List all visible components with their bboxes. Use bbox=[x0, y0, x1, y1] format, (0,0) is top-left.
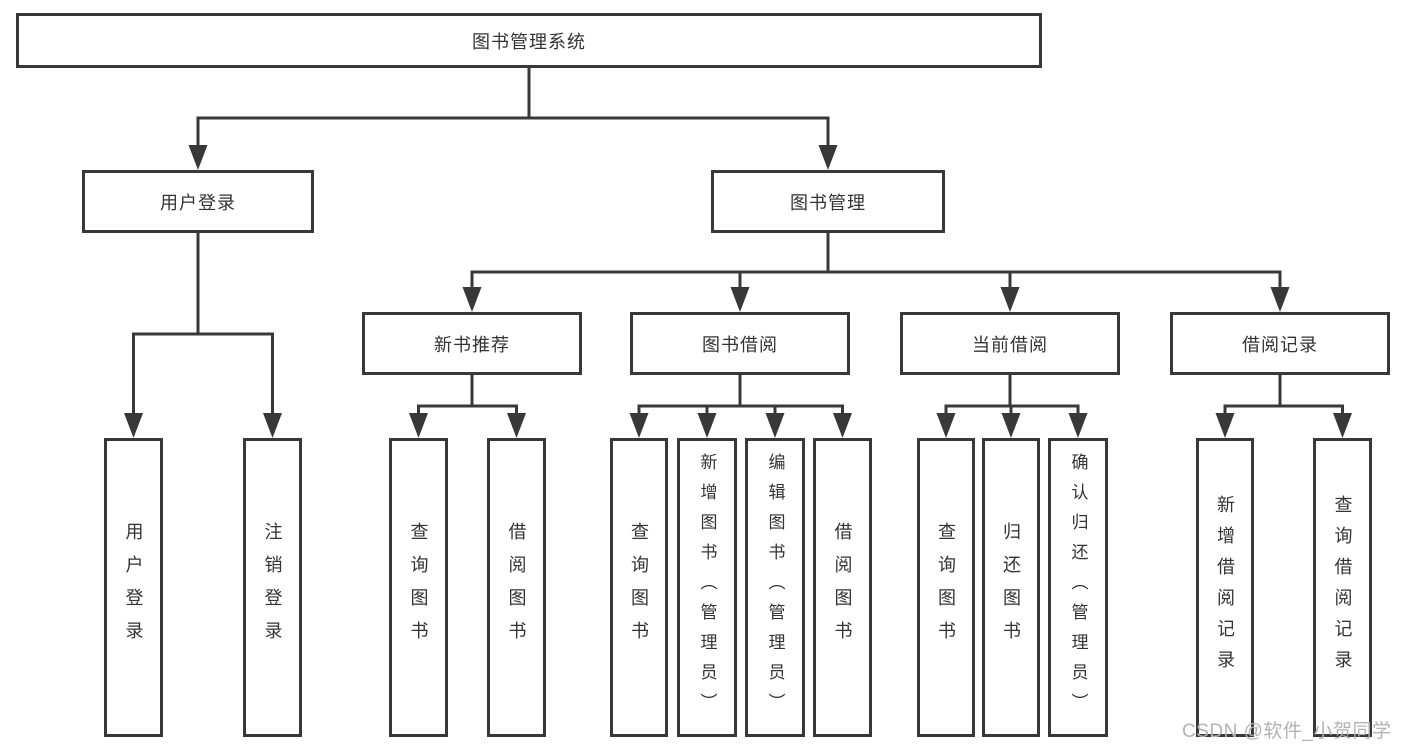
connector-user-login bbox=[132, 231, 274, 416]
node-user-login: 用户登录 bbox=[82, 170, 314, 233]
connector-root bbox=[196, 66, 830, 148]
leaf-borrow-book-recommend: 借阅图书 bbox=[487, 438, 546, 737]
arrowheads bbox=[124, 145, 1352, 438]
leaf-add-borrow-record: 新增借阅记录 bbox=[1196, 438, 1254, 737]
leaf-logout: 注销登录 bbox=[243, 438, 302, 737]
arrowhead bbox=[507, 413, 526, 438]
connector-current-borrow bbox=[944, 373, 1080, 416]
connector-new-book-recommend bbox=[417, 373, 518, 416]
arrowhead bbox=[1270, 287, 1290, 312]
node-book-borrow: 图书借阅 bbox=[630, 312, 850, 375]
connector-borrow-records bbox=[1223, 373, 1344, 416]
leaf-query-book-current: 查询图书 bbox=[917, 438, 975, 737]
arrowhead bbox=[124, 413, 143, 438]
arrowhead bbox=[629, 413, 649, 438]
arrowhead bbox=[1215, 413, 1235, 438]
arrowhead bbox=[697, 413, 717, 438]
arrowhead bbox=[1001, 413, 1021, 438]
connector-book-management bbox=[470, 231, 1282, 290]
node-new-book-recommend: 新书推荐 bbox=[362, 312, 582, 375]
connector-book-borrow bbox=[637, 373, 844, 416]
leaf-user-login: 用户登录 bbox=[104, 438, 163, 737]
leaf-edit-book-admin: 编辑图书（管理员） bbox=[745, 438, 805, 737]
leaf-confirm-return-admin: 确认归还（管理员） bbox=[1048, 438, 1108, 737]
node-root: 图书管理系统 bbox=[16, 13, 1042, 68]
node-borrow-records: 借阅记录 bbox=[1170, 312, 1390, 375]
arrowhead bbox=[462, 287, 482, 312]
watermark: CSDN @软件_小贺同学 bbox=[1182, 721, 1392, 742]
arrowhead bbox=[1000, 287, 1020, 312]
arrowhead bbox=[730, 287, 750, 312]
leaf-query-book-borrow: 查询图书 bbox=[610, 438, 668, 737]
connector-paths bbox=[132, 66, 1344, 416]
arrowhead bbox=[409, 413, 428, 438]
arrowhead bbox=[263, 413, 282, 438]
arrowhead bbox=[1333, 413, 1352, 438]
leaf-add-book-admin: 新增图书（管理员） bbox=[677, 438, 737, 737]
leaf-query-book-recommend: 查询图书 bbox=[389, 438, 448, 737]
arrowhead bbox=[188, 145, 208, 170]
node-book-management: 图书管理 bbox=[711, 170, 945, 233]
leaf-return-book: 归还图书 bbox=[982, 438, 1040, 737]
arrowhead bbox=[936, 413, 956, 438]
arrowhead bbox=[1068, 413, 1088, 438]
arrowhead bbox=[833, 413, 852, 438]
arrowhead bbox=[765, 413, 785, 438]
leaf-borrow-book: 借阅图书 bbox=[813, 438, 872, 737]
node-current-borrow: 当前借阅 bbox=[900, 312, 1120, 375]
leaf-query-borrow-record: 查询借阅记录 bbox=[1313, 438, 1372, 737]
arrowhead bbox=[818, 145, 838, 170]
